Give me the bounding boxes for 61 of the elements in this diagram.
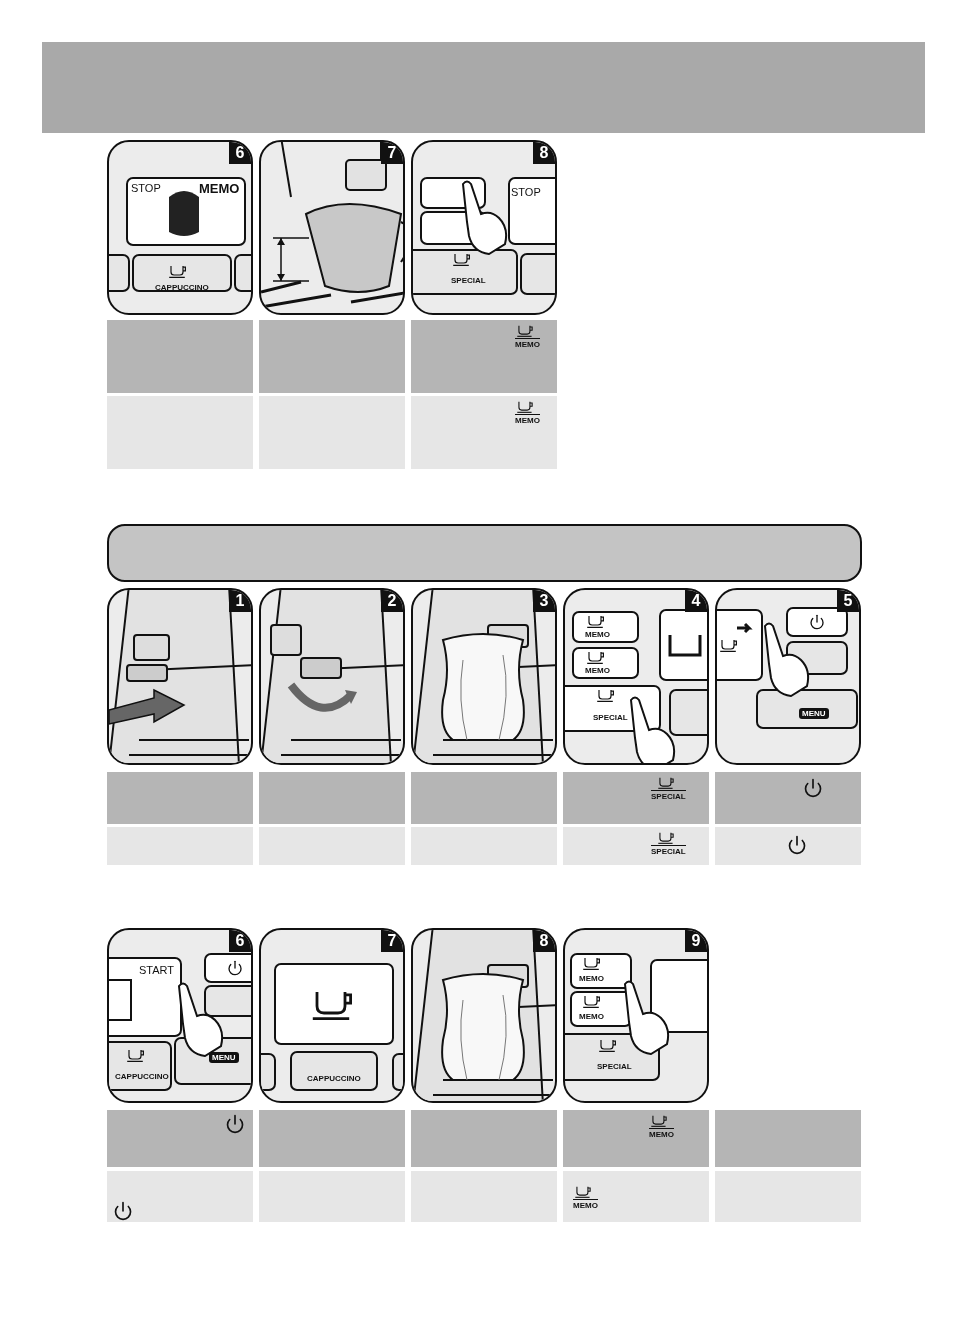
display-text: STOP (511, 186, 541, 198)
button-label: MEMO (579, 1012, 604, 1021)
section-banner (107, 524, 862, 582)
instruction-cell (107, 827, 253, 865)
instruction-cell (411, 320, 557, 393)
instruction-cell (107, 1171, 253, 1222)
instruction-cell (411, 1171, 557, 1222)
step-number: 1 (229, 590, 251, 612)
button-label: SPECIAL (451, 276, 486, 285)
instruction-cell (107, 396, 253, 469)
instruction-cell (563, 772, 709, 824)
button-label: MEMO (515, 338, 540, 349)
step-number: 8 (533, 930, 555, 952)
button-label: SPECIAL (651, 845, 686, 856)
instruction-cell (259, 320, 405, 393)
button-label: MEMO (515, 414, 540, 425)
instruction-cell (563, 1110, 709, 1167)
button-label: CAPPUCCINO (155, 283, 209, 292)
instruction-cell (715, 1110, 861, 1167)
button-label: SPECIAL (593, 713, 628, 722)
instruction-cell (259, 396, 405, 469)
step-number: 9 (685, 930, 707, 952)
instruction-cell (259, 1171, 405, 1222)
button-label: MEMO (585, 630, 610, 639)
instruction-cell (411, 396, 557, 469)
instruction-cell (715, 1171, 861, 1222)
button-label: MEMO (585, 666, 610, 675)
instruction-cell (259, 827, 405, 865)
display-text: MEMO (199, 181, 240, 196)
instruction-cell (411, 827, 557, 865)
display-text: START (139, 964, 175, 976)
button-label: MEMO (579, 974, 604, 983)
step-number: 6 (229, 930, 251, 952)
button-label: CAPPUCCINO (115, 1072, 169, 1081)
step-number: 8 (533, 142, 555, 164)
step-number: 7 (381, 930, 403, 952)
step-number: 7 (381, 142, 403, 164)
instruction-cell (107, 1110, 253, 1167)
step-number: 2 (381, 590, 403, 612)
instruction-cell (259, 1110, 405, 1167)
button-label: SPECIAL (597, 1062, 632, 1071)
instruction-cell (563, 1171, 709, 1222)
step-number: 6 (229, 142, 251, 164)
menu-button: MENU (799, 708, 829, 719)
button-label: MEMO (573, 1199, 598, 1210)
instruction-cell (411, 772, 557, 824)
step-number: 5 (837, 590, 859, 612)
button-label: SPECIAL (651, 790, 686, 801)
button-label: MEMO (649, 1128, 674, 1139)
instruction-cell (107, 772, 253, 824)
instruction-cell (259, 772, 405, 824)
instruction-cell (715, 772, 861, 824)
step-number: 3 (533, 590, 555, 612)
instruction-cell (411, 1110, 557, 1167)
instruction-cell (107, 320, 253, 393)
instruction-cell (563, 827, 709, 865)
instruction-cell (715, 827, 861, 865)
menu-button: MENU (209, 1052, 239, 1063)
display-text: STOP (131, 182, 161, 194)
button-label: CAPPUCCINO (307, 1074, 361, 1083)
step-number: 4 (685, 590, 707, 612)
